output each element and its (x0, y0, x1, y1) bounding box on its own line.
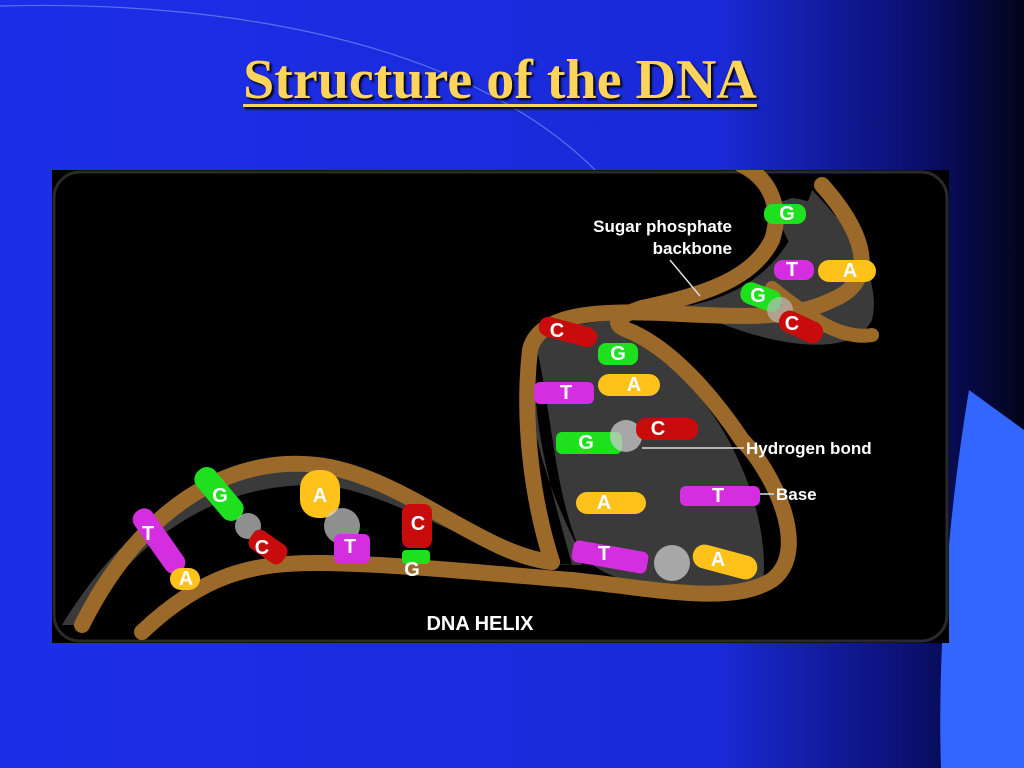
base-pair: T A (132, 508, 200, 590)
base-letter: G (212, 485, 228, 507)
base-letter: G (610, 343, 626, 365)
base-letter: A (313, 485, 327, 507)
decorative-corner-shape (940, 390, 1024, 768)
base-pair: T A (534, 374, 660, 404)
base-letter: G (750, 285, 766, 307)
base-label: Base (776, 485, 817, 504)
base-a (300, 470, 340, 518)
base-t (774, 260, 814, 280)
base-g (764, 204, 806, 224)
base-letter: T (786, 259, 798, 281)
base-pair: A T (300, 470, 370, 564)
base-c (778, 310, 824, 344)
base-t (680, 486, 760, 506)
base-letter: G (578, 432, 594, 454)
base-t (132, 508, 186, 574)
base-letter: C (255, 537, 269, 559)
diagram-caption: DNA HELIX (426, 613, 534, 635)
base-a (692, 544, 758, 580)
backbone-label-line2: backbone (653, 239, 732, 258)
base-c (636, 418, 698, 440)
base-c (538, 316, 598, 348)
base-letter: C (411, 513, 425, 535)
base-letter: A (711, 549, 725, 571)
dna-helix-figure: G T A G C C G T A G (52, 170, 949, 643)
base-letter: G (404, 559, 420, 581)
base-letter: A (843, 260, 857, 282)
base-a (576, 492, 646, 514)
base-pair: G T A G C (740, 203, 876, 344)
base-letter: G (779, 203, 795, 225)
base-a (598, 374, 660, 396)
base-g (556, 432, 622, 454)
backbone-label-line1: Sugar phosphate (593, 217, 732, 236)
base-pair: C G (402, 504, 432, 581)
base-a (818, 260, 876, 282)
base-pair: G C (194, 467, 288, 565)
slide-title: Structure of the DNA (243, 49, 757, 111)
base-c (248, 529, 288, 565)
base-letter: T (344, 536, 356, 558)
base-letter: C (651, 418, 665, 440)
base-g (194, 467, 244, 521)
base-letter: A (179, 568, 193, 590)
base-letter: A (597, 492, 611, 514)
base-letter: C (550, 320, 564, 342)
base-letter: A (627, 374, 641, 396)
hydrogen-bond-glow (654, 545, 690, 581)
base-c (402, 504, 432, 548)
base-letter: T (712, 485, 724, 507)
base-pair: C G (538, 316, 638, 365)
backbone-pointer-line (669, 259, 701, 297)
base-letter: T (560, 382, 572, 404)
base-t (571, 540, 649, 574)
dna-helix-diagram: G T A G C C G T A G (52, 170, 949, 643)
base-pair: T A (571, 540, 758, 581)
base-letter: C (785, 313, 799, 335)
base-letter: T (598, 543, 610, 565)
base-g (598, 343, 638, 365)
base-a (170, 568, 200, 590)
base-t (534, 382, 594, 404)
base-pair: G C (556, 418, 698, 454)
hydrogen-bond-label: Hydrogen bond (746, 439, 872, 458)
base-t (334, 534, 370, 564)
hydrogen-bond-glow (610, 420, 642, 452)
base-g (402, 550, 430, 564)
base-letter: T (142, 523, 154, 545)
base-pair: A T (576, 485, 760, 514)
